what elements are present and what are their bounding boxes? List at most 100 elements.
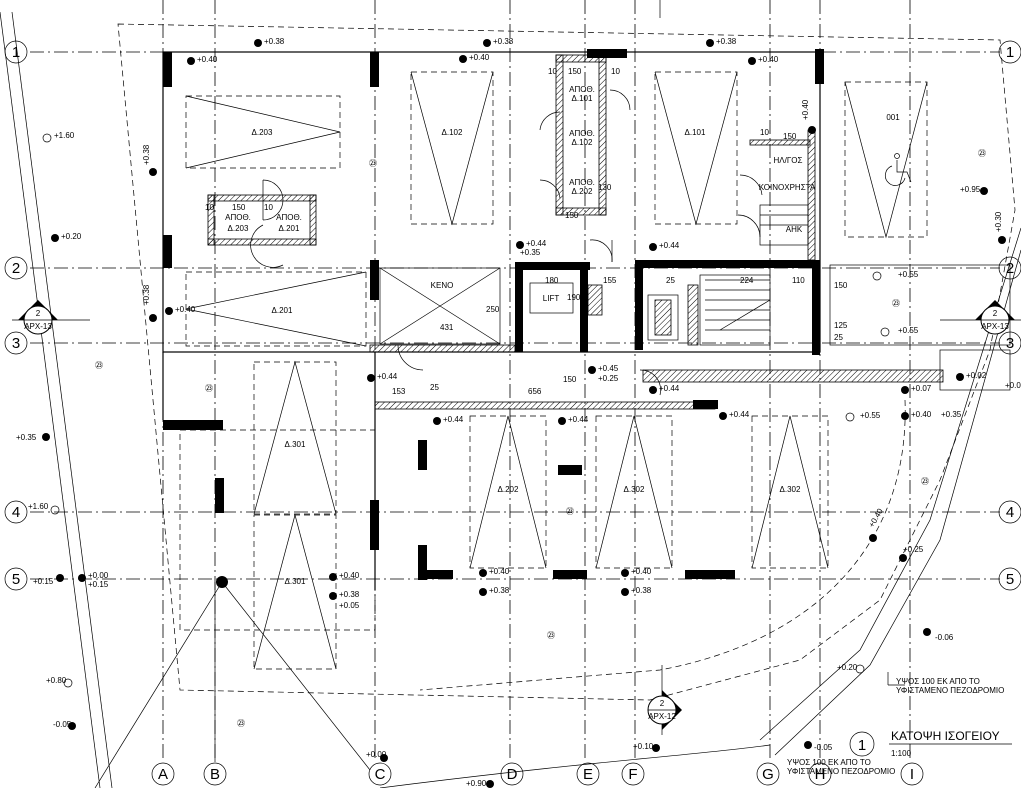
level-marker: +0.30: [994, 211, 1006, 244]
svg-text:+0.02: +0.02: [966, 371, 987, 380]
level-marker: +0.15: [33, 574, 64, 586]
svg-text:+0.38: +0.38: [142, 144, 151, 165]
storage-d201: ΑΠΟΘ.: [276, 213, 302, 222]
level-marker: +0.55: [872, 270, 919, 281]
grid-row-4-bubble: 4: [4, 500, 28, 524]
svg-text:+0.40: +0.40: [175, 305, 196, 314]
drawing-title-block: 1 ΚΑΤΟΨΗ ΙΣΟΓΕΙΟΥ 1:100: [849, 729, 1012, 758]
grid-col-e-bubble: E: [576, 762, 600, 786]
level-marker: +0.44: [558, 415, 589, 425]
grid-row-2-bubble: 2: [4, 256, 28, 280]
svg-text:10: 10: [264, 203, 273, 212]
level-marker: +0.02: [956, 371, 987, 381]
level-marker: +0.40: [479, 567, 510, 577]
svg-text:25: 25: [430, 383, 439, 392]
svg-text:150: 150: [783, 132, 797, 141]
svg-text:2: 2: [12, 260, 20, 277]
space-d203: Δ.203: [252, 128, 273, 137]
svg-text:+0.38: +0.38: [631, 586, 652, 595]
svg-text:+0.00: +0.00: [366, 750, 387, 759]
svg-text:110: 110: [792, 276, 805, 285]
drawing-scale: 1:100: [891, 749, 912, 758]
level-marker: -0.06: [923, 628, 954, 642]
level-marker: +0.44: [649, 241, 680, 251]
space-d302b: Δ.302: [780, 485, 801, 494]
svg-text:+0.38: +0.38: [489, 586, 510, 595]
svg-text:+1.60: +1.60: [54, 131, 75, 140]
svg-text:25: 25: [666, 276, 675, 285]
level-marker: +0.38: [254, 37, 285, 47]
level-marker: +0.20: [837, 663, 865, 674]
svg-text:+0.38: +0.38: [716, 37, 737, 46]
svg-text:656: 656: [528, 387, 542, 396]
svg-text:+0.55: +0.55: [898, 270, 919, 279]
svg-text:㉓: ㉓: [547, 631, 555, 640]
svg-text:+0.44: +0.44: [659, 384, 680, 393]
svg-text:+0.80: +0.80: [46, 676, 67, 685]
svg-text:150: 150: [232, 203, 246, 212]
svg-text:+0.00: +0.00: [88, 571, 109, 580]
svg-text:㉓: ㉓: [892, 299, 900, 308]
svg-text:㉓: ㉓: [95, 361, 103, 370]
svg-text:10: 10: [548, 67, 557, 76]
level-markers: +0.38 +0.38 +0.38 +0.40 +0.40 +0.40 +1.6…: [16, 37, 1021, 788]
level-marker: +0.38: [483, 37, 514, 47]
svg-text:+0.40: +0.40: [631, 567, 652, 576]
grid-row-bubbles: 1 2 3 4 5 1 2 3 4 5: [4, 40, 1021, 591]
svg-text:5: 5: [12, 571, 20, 588]
storage-d202: ΑΠΟΘ.: [569, 178, 595, 187]
svg-text:10: 10: [760, 128, 769, 137]
svg-text:I: I: [910, 766, 914, 783]
wheelchair-icon: [885, 153, 912, 186]
space-d301a: Δ.301: [285, 440, 306, 449]
svg-text:+0.44: +0.44: [568, 415, 589, 424]
level-marker: +0.00: [366, 750, 388, 762]
site-lines: [94, 581, 371, 788]
svg-text:155: 155: [603, 276, 617, 285]
svg-text:150: 150: [565, 211, 579, 220]
svg-text:Δ.201: Δ.201: [279, 224, 300, 233]
grid-row-1-bubble: 1: [4, 40, 28, 64]
svg-text:+0.30: +0.30: [994, 211, 1003, 232]
svg-text:+0.40: +0.40: [801, 99, 810, 120]
svg-text:+0.38: +0.38: [493, 37, 514, 46]
svg-text:-0.05: -0.05: [814, 743, 833, 752]
svg-text:+0.90: +0.90: [466, 779, 487, 788]
space-lift: LIFT: [543, 294, 560, 303]
svg-text:ΥΦΙΣΤΑΜΕΝΟ ΠΕΖΟΔΡΟΜΙΟ: ΥΦΙΣΤΑΜΕΝΟ ΠΕΖΟΔΡΟΜΙΟ: [787, 767, 895, 776]
level-marker: +0.38: [621, 586, 652, 596]
grid-col-d-bubble: D: [500, 762, 524, 786]
level-marker: +0.55: [880, 326, 919, 337]
drawing-title: ΚΑΤΟΨΗ ΙΣΟΓΕΙΟΥ: [891, 729, 1000, 743]
svg-text:㉓: ㉓: [566, 507, 574, 516]
svg-text:25: 25: [834, 333, 843, 342]
svg-text:250: 250: [486, 305, 500, 314]
level-marker: +0.44: [367, 372, 398, 382]
space-d302a: Δ.302: [624, 485, 645, 494]
level-marker: +0.44: [719, 410, 750, 420]
svg-text:10: 10: [205, 203, 214, 212]
grid-col-b-bubble: B: [203, 762, 227, 786]
svg-text:+0.07: +0.07: [911, 384, 932, 393]
svg-text:+0.55: +0.55: [898, 326, 919, 335]
svg-text:+0.40: +0.40: [469, 53, 490, 62]
svg-text:+0.44: +0.44: [443, 415, 464, 424]
svg-text:ΑΡΧ-12: ΑΡΧ-12: [648, 712, 676, 721]
svg-text:㉓: ㉓: [369, 159, 377, 168]
svg-text:㉓: ㉓: [205, 384, 213, 393]
level-marker: +0.55: [845, 411, 881, 422]
svg-text:4: 4: [12, 504, 20, 521]
level-marker: +0.40: [867, 506, 885, 542]
level-marker: +0.05: [339, 601, 360, 610]
level-marker: +0.40: [748, 55, 779, 65]
material-tags: ㉓ ㉓ ㉓ ㉓ ㉓ ㉓ ㉓ ㉓ ㉓: [95, 149, 986, 728]
svg-text:Δ.203: Δ.203: [228, 224, 249, 233]
level-marker: +0.44: [649, 384, 680, 394]
level-marker: +0.07: [901, 384, 932, 394]
svg-text:+0.15: +0.15: [88, 580, 109, 589]
svg-text:+0.55: +0.55: [860, 411, 881, 420]
svg-text:+0.40: +0.40: [867, 506, 885, 529]
level-marker: +0.15: [88, 580, 109, 589]
